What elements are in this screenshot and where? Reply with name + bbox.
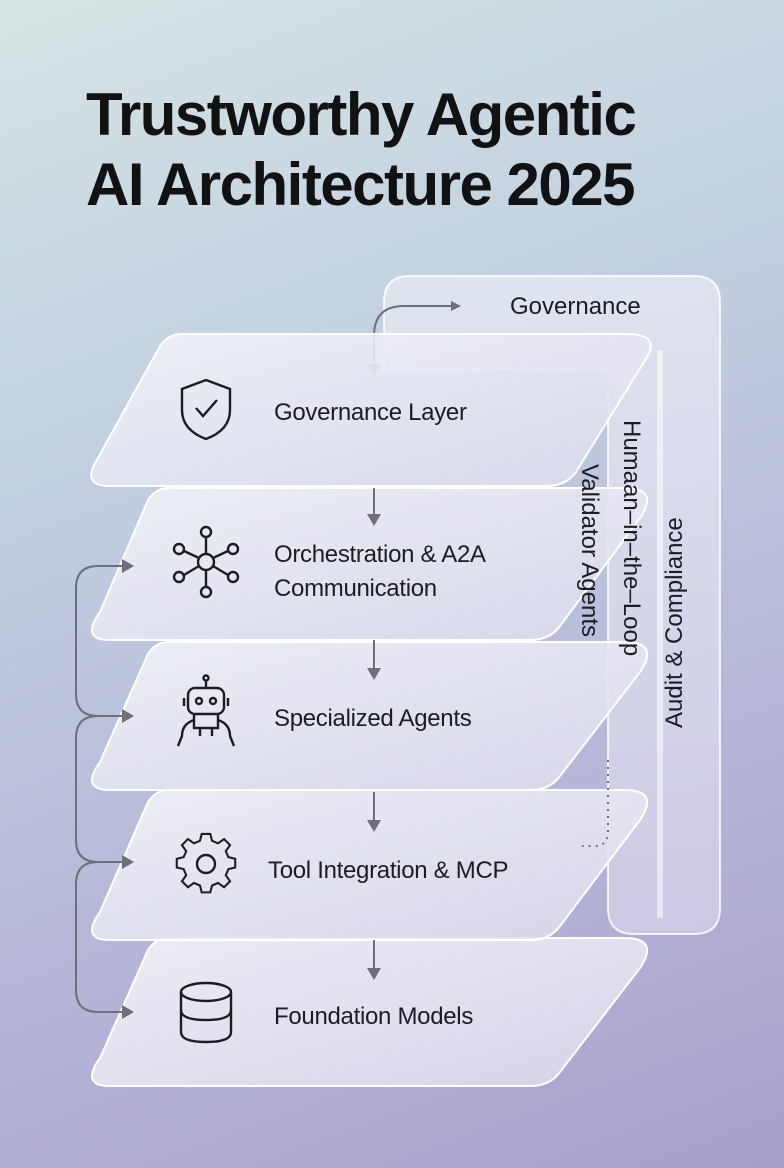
layer-label-orchestration-line-1: Orchestration & A2A bbox=[274, 541, 486, 568]
shield-check-icon bbox=[180, 378, 232, 441]
loop-tools-foundation bbox=[75, 861, 122, 1013]
title-line-1: Trustworthy Agentic bbox=[86, 81, 637, 148]
left-arrowheads bbox=[122, 559, 134, 1019]
layer-orchestration: Orchestration & A2A Communication bbox=[91, 487, 649, 641]
layer-specialized-agents: Specialized Agents bbox=[91, 641, 649, 791]
layer-label-specialized-agents: Specialized Agents bbox=[274, 705, 472, 732]
title-line-2: AI Architecture 2025 bbox=[86, 151, 636, 218]
layer-tool-integration: Tool Integration & MCP bbox=[91, 760, 649, 941]
governance-panel-label: Governance bbox=[510, 293, 641, 320]
robot-icon bbox=[176, 674, 236, 747]
page-title: Trustworthy Agentic AI Architecture 2025 bbox=[86, 80, 637, 220]
layer-foundation-models: Foundation Models bbox=[91, 937, 649, 1087]
layer-label-tool-integration: Tool Integration & MCP bbox=[268, 857, 508, 884]
network-hub-icon bbox=[172, 525, 240, 599]
gear-icon bbox=[175, 832, 237, 894]
loop-orchestration-agents bbox=[75, 565, 130, 717]
side-label-validator-agents: Validator Agents bbox=[576, 464, 603, 637]
side-label-human-in-loop: Humaan–in–the–Loop bbox=[618, 420, 645, 656]
left-feedback-connectors bbox=[75, 565, 130, 1013]
layer-label-governance: Governance Layer bbox=[274, 399, 467, 426]
loop-agents-tools bbox=[75, 715, 122, 863]
layer-governance: Governance Layer bbox=[90, 333, 652, 487]
side-label-audit-compliance: Audit & Compliance bbox=[661, 517, 688, 728]
layer-label-foundation-models: Foundation Models bbox=[274, 1003, 473, 1030]
down-arrows bbox=[367, 488, 381, 980]
database-icon bbox=[179, 981, 233, 1044]
layer-label-orchestration-line-2: Communication bbox=[274, 575, 437, 602]
